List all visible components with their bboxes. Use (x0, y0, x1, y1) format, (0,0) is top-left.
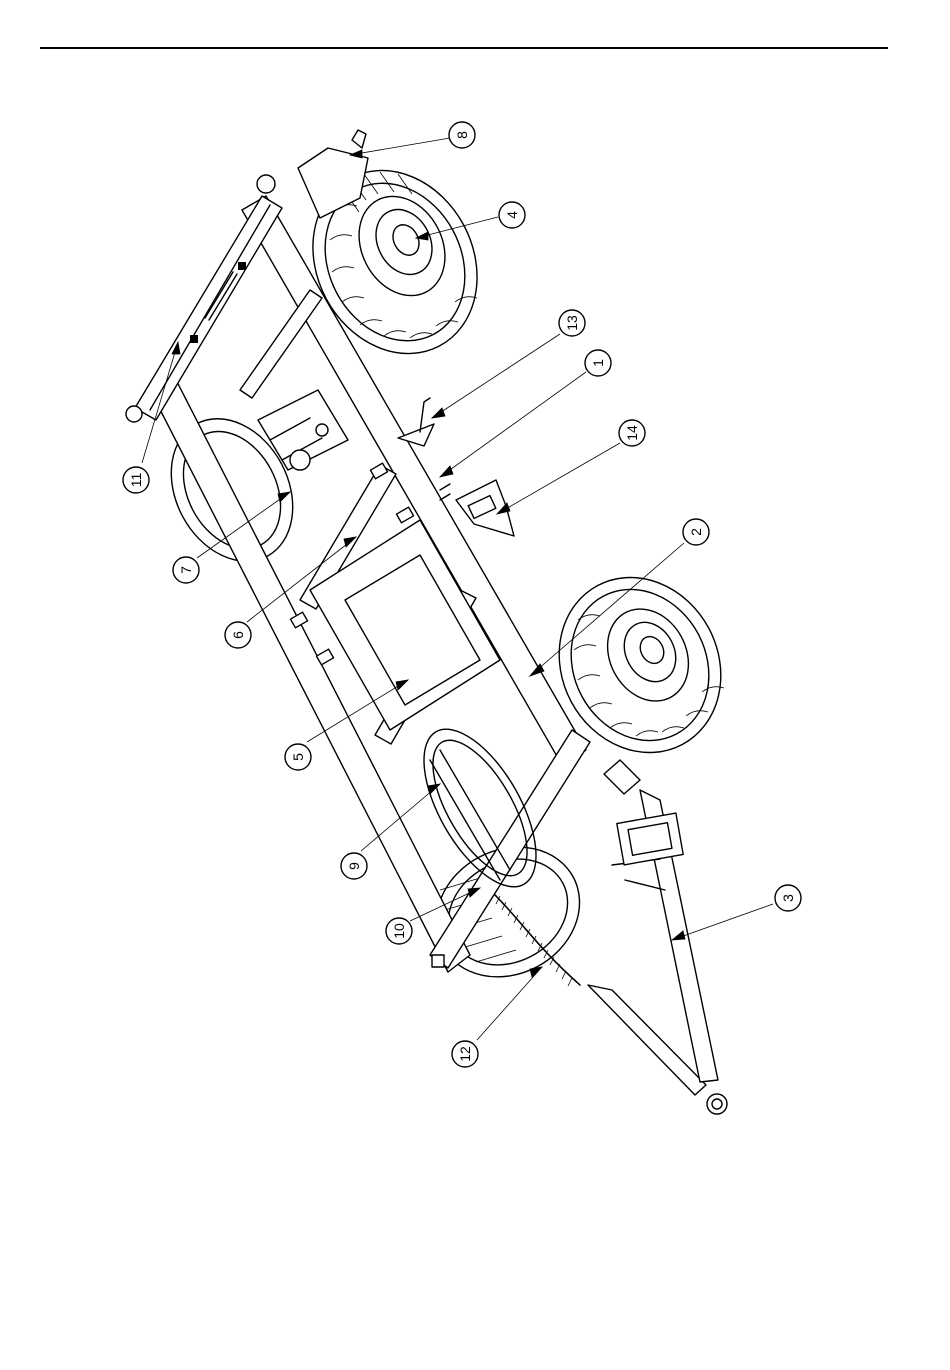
parking-stand (398, 398, 434, 446)
callout-label: 9 (346, 862, 362, 870)
callout-6: 6 (225, 622, 251, 648)
callout-4: 4 (499, 202, 525, 228)
callout-label: 11 (128, 473, 144, 488)
callout-14: 14 (619, 420, 645, 446)
callout-8: 8 (449, 122, 475, 148)
leader-14 (497, 443, 620, 514)
callout-label: 10 (391, 923, 407, 939)
callout-label: 14 (624, 425, 640, 441)
callout-12: 12 (452, 1041, 478, 1067)
callout-13: 13 (559, 310, 585, 336)
callout-label: 3 (780, 894, 796, 902)
leader-8 (350, 138, 450, 155)
callout-7: 7 (173, 557, 199, 583)
drawbar (588, 760, 727, 1114)
callout-label: 12 (457, 1046, 473, 1062)
callout-label: 13 (564, 315, 580, 331)
callout-label: 6 (230, 631, 246, 639)
trailer-drawing (126, 130, 751, 1114)
leader-12 (477, 967, 542, 1040)
callout-10: 10 (386, 918, 412, 944)
callout-3: 3 (775, 885, 801, 911)
callout-label: 5 (290, 753, 306, 761)
callout-1: 1 (585, 350, 611, 376)
callout-label: 1 (590, 359, 606, 367)
callout-5: 5 (285, 744, 311, 770)
callout-label: 8 (454, 131, 470, 139)
leader-3 (672, 904, 773, 940)
callout-label: 4 (504, 211, 520, 219)
callout-11: 11 (123, 467, 149, 493)
callout-label: 2 (688, 528, 704, 536)
leader-13 (432, 334, 560, 418)
callout-9: 9 (341, 853, 367, 879)
leader-1 (440, 372, 586, 477)
callout-2: 2 (683, 519, 709, 545)
callout-label: 7 (178, 566, 194, 574)
